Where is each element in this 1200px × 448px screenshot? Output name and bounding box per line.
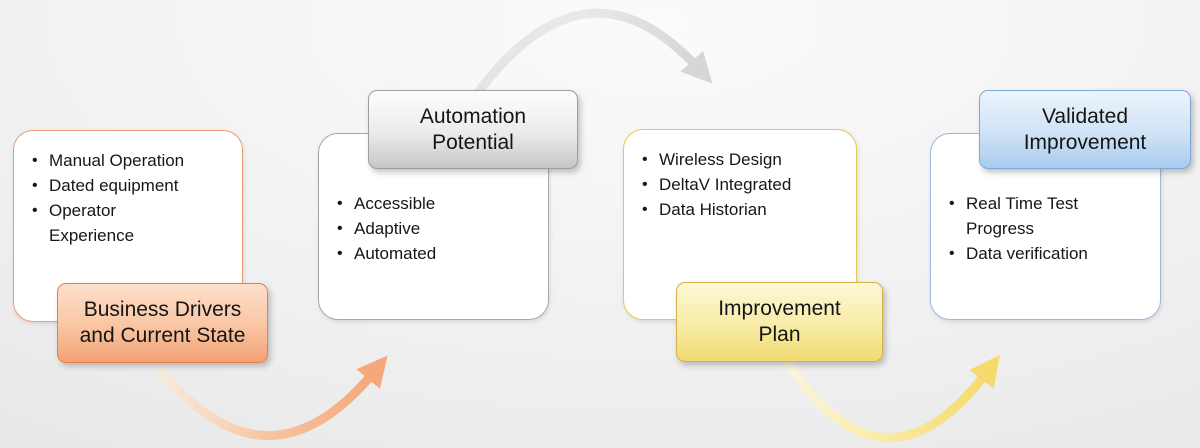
stage-box-business-drivers: Manual Operation Dated equipment Operato… [13,130,243,322]
list-item: DeltaV Integrated [636,172,848,197]
stage-label-validated-improvement: Validated Improvement [979,90,1191,169]
curved-arrow-automation-to-improvement-icon [469,8,713,103]
list-item: Adaptive [331,216,540,241]
list-item: Data Historian [636,197,848,222]
curved-arrow-improvement-to-validated-icon [782,354,1000,442]
list-item: Manual Operation [26,148,234,173]
bullet-list-improvement-plan: Wireless Design DeltaV Integrated Data H… [636,147,848,222]
stage-label-business-drivers: Business Drivers and Current State [57,283,268,363]
list-item: Automated [331,241,540,266]
list-item: Operator Experience [26,198,234,248]
stage-label-automation-potential: Automation Potential [368,90,578,169]
list-item: Real Time Test Progress [943,191,1152,241]
bullet-list-validated-improvement: Real Time Test Progress Data verificatio… [943,191,1152,266]
list-item: Wireless Design [636,147,848,172]
bullet-list-business-drivers: Manual Operation Dated equipment Operato… [26,148,234,248]
stage-label-improvement-plan: Improvement Plan [676,282,883,362]
list-item: Data verification [943,241,1152,266]
curved-arrow-business-to-automation-icon [152,355,388,440]
list-item: Dated equipment [26,173,234,198]
list-item: Accessible [331,191,540,216]
bullet-list-automation-potential: Accessible Adaptive Automated [331,191,540,266]
